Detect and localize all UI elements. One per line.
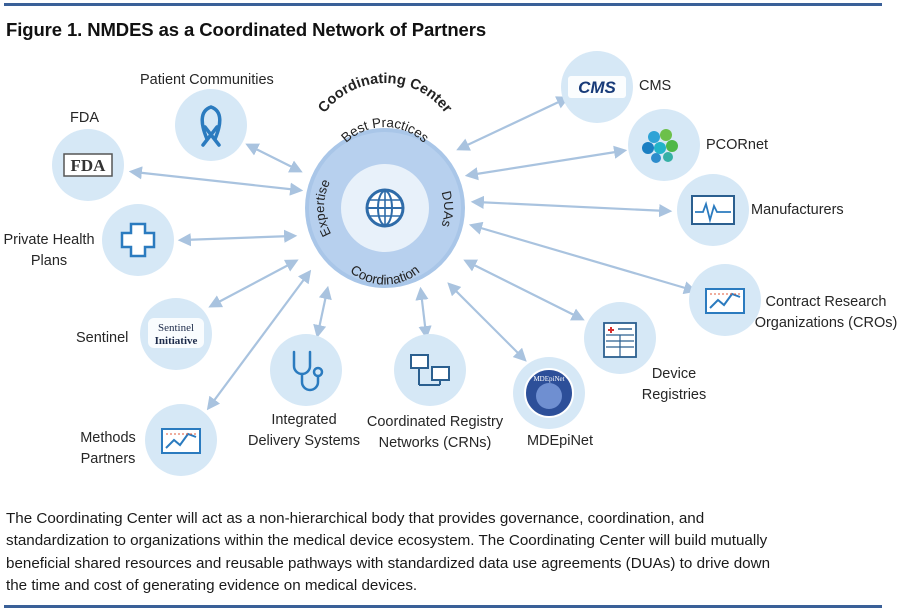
- arrow-fda: [128, 166, 304, 196]
- node-integrated-delivery-systems: [270, 334, 342, 406]
- label-device-registries: Device Registries: [641, 366, 707, 403]
- cms-logo-icon: CMS: [568, 76, 626, 98]
- medical-cross-icon: [120, 222, 156, 258]
- awareness-ribbon-icon: [200, 105, 222, 147]
- globe-icon: [365, 188, 405, 228]
- node-patient-communities: [175, 89, 247, 161]
- arrow-coordinated-registry-networks: [415, 286, 432, 340]
- node-mdepinet: MDEpiNet: [513, 357, 585, 429]
- line-chart-icon: [161, 428, 201, 454]
- hub-title: Coordinating Center: [315, 71, 455, 116]
- arrow-integrated-delivery-systems: [313, 285, 332, 339]
- label-sentinel: Sentinel: [76, 330, 129, 346]
- coordinating-center-hub: Coordinating Center Best Practices Coord…: [305, 71, 465, 288]
- svg-text:MDEpiNet: MDEpiNet: [533, 375, 564, 383]
- arrow-mdepinet: [447, 282, 527, 362]
- svg-text:Sentinel: Sentinel: [158, 322, 194, 334]
- arrow-pcornet: [464, 145, 628, 181]
- pcornet-logo-icon: [642, 129, 678, 163]
- hub-label-duas: DUAs: [439, 189, 457, 229]
- arrow-contract-research-organizations: [468, 221, 698, 295]
- label-integrated-delivery-systems: Integrated Delivery Systems: [248, 412, 360, 449]
- label-contract-research-organizations: Contract Research Organizations (CROs): [754, 294, 898, 331]
- node-private-health-plans: [102, 204, 174, 276]
- figure-caption: The Coordinating Center will act as a no…: [6, 508, 891, 598]
- node-cms: CMS: [561, 51, 633, 123]
- network-diagram: Coordinating Center Best Practices Coord…: [52, 51, 761, 476]
- caption-line: The Coordinating Center will act as a no…: [6, 510, 705, 527]
- caption-line: the time and cost of generating evidence…: [6, 577, 418, 595]
- label-coordinated-registry-networks: Coordinated Registry Networks (CRNs): [366, 414, 504, 451]
- networked-computers-icon: [410, 354, 450, 386]
- stethoscope-icon: [292, 350, 324, 392]
- svg-text:Coordinating Center: Coordinating Center: [315, 71, 455, 116]
- svg-text:FDA: FDA: [71, 156, 107, 175]
- svg-text:Initiative: Initiative: [155, 335, 198, 347]
- svg-text:CMS: CMS: [578, 78, 616, 97]
- registry-form-icon: [603, 322, 637, 358]
- node-fda: FDA: [52, 129, 124, 201]
- fda-logo-icon: FDA: [63, 153, 113, 177]
- connection-arrows: [128, 96, 698, 411]
- sentinel-initiative-logo-icon: Sentinel Initiative: [148, 318, 204, 348]
- arrow-cms: [456, 96, 570, 151]
- arrow-manufacturers: [470, 195, 673, 218]
- label-methods-partners: Methods Partners: [80, 430, 136, 467]
- mdepinet-seal-icon: MDEpiNet: [524, 368, 574, 418]
- caption-line: beneficial shared resources and reusable…: [6, 554, 771, 572]
- arrow-device-registries: [463, 259, 585, 321]
- label-cms: CMS: [639, 78, 672, 94]
- figure-title: Figure 1. NMDES as a Coordinated Network…: [6, 19, 487, 40]
- svg-text:DUAs: DUAs: [439, 189, 457, 229]
- arrow-sentinel: [208, 259, 299, 308]
- heart-monitor-icon: [691, 195, 735, 225]
- arrow-patient-communities: [245, 143, 303, 173]
- line-chart-icon: [705, 288, 745, 314]
- label-fda: FDA: [70, 110, 99, 126]
- arrow-methods-partners: [206, 269, 312, 411]
- node-manufacturers: [677, 174, 749, 246]
- arrow-private-health-plans: [177, 229, 298, 247]
- node-pcornet: [628, 109, 700, 181]
- label-pcornet: PCORnet: [706, 137, 769, 153]
- bottom-rule: [4, 605, 882, 608]
- label-private-health-plans: Private Health Plans: [3, 232, 95, 269]
- top-rule: [4, 3, 882, 6]
- label-mdepinet: MDEpiNet: [526, 433, 594, 449]
- caption-line: standardization to organizations within …: [6, 532, 768, 550]
- node-methods-partners: [145, 404, 217, 476]
- node-contract-research-organizations: [689, 264, 761, 336]
- node-coordinated-registry-networks: [394, 334, 466, 406]
- label-patient-communities: Patient Communities: [140, 72, 274, 88]
- label-manufacturers: Manufacturers: [751, 202, 844, 218]
- node-sentinel: Sentinel Initiative: [140, 298, 212, 370]
- node-device-registries: [584, 302, 656, 374]
